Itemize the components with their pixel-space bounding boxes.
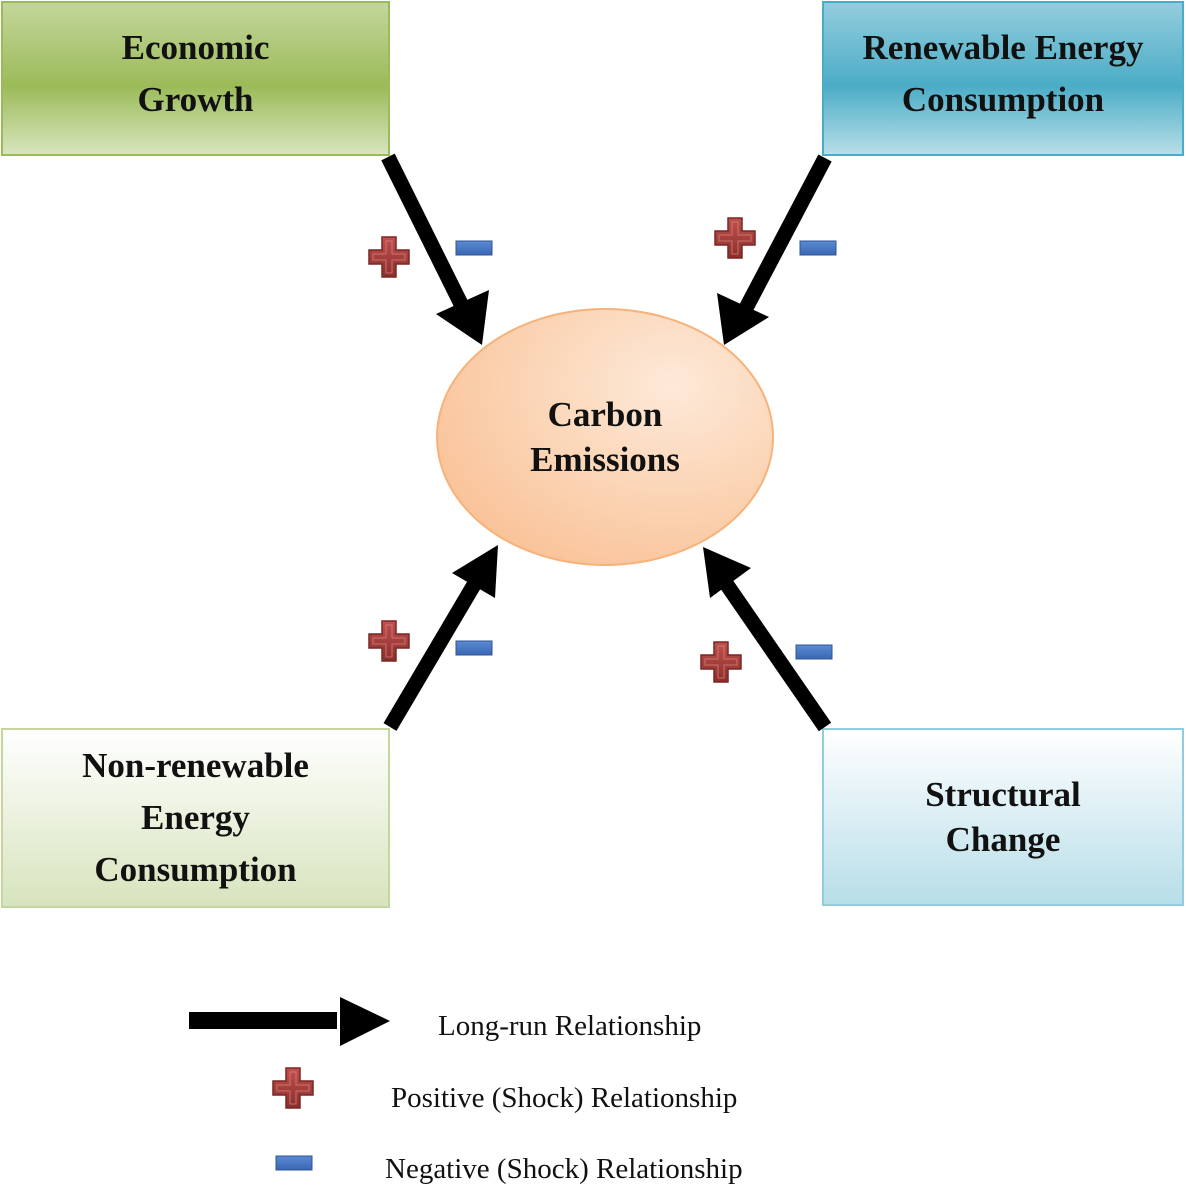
renewable-energy-line-1: Renewable Energy <box>862 27 1144 67</box>
legend-positive-label: Positive (Shock) Relationship <box>391 1082 738 1114</box>
non-renewable-line-3: Consumption <box>94 850 297 889</box>
non-renewable-energy-box: Non-renewable Energy Consumption <box>1 728 390 908</box>
arrow-renewable-to-emissions <box>717 154 832 345</box>
economic-growth-box: Economic Growth <box>1 1 390 156</box>
legend-plus-icon <box>272 1067 314 1109</box>
economic-growth-line-2: Growth <box>137 79 254 119</box>
legend-negative-label: Negative (Shock) Relationship <box>385 1153 743 1185</box>
plus-icon <box>714 217 756 259</box>
legend-arrow-icon <box>189 997 390 1046</box>
renewable-energy-box: Renewable Energy Consumption <box>822 1 1184 156</box>
carbon-emissions-line-1: Carbon <box>547 395 663 434</box>
economic-growth-line-1: Economic <box>121 27 270 67</box>
non-renewable-line-1: Non-renewable <box>82 746 309 785</box>
arrow-non-renewable-to-emissions <box>383 545 498 731</box>
non-renewable-line-2: Energy <box>141 798 250 837</box>
legend-long-run-label: Long-run Relationship <box>438 1010 702 1042</box>
plus-icon <box>368 620 410 662</box>
minus-icon <box>455 240 493 256</box>
plus-icon <box>700 641 742 683</box>
minus-icon <box>795 644 833 660</box>
arrow-structural-change-to-emissions <box>703 547 832 732</box>
structural-change-line-2: Change <box>945 820 1061 859</box>
arrow-economic-growth-to-emissions <box>381 153 489 345</box>
minus-icon <box>799 240 837 256</box>
legend-minus-icon <box>275 1155 313 1171</box>
carbon-emissions-line-2: Emissions <box>530 440 680 479</box>
carbon-emissions-node: Carbon Emissions <box>436 308 774 566</box>
structural-change-box: Structural Change <box>822 728 1184 906</box>
minus-icon <box>455 640 493 656</box>
structural-change-line-1: Structural <box>925 775 1081 814</box>
plus-icon <box>368 236 410 278</box>
renewable-energy-line-2: Consumption <box>901 79 1105 119</box>
